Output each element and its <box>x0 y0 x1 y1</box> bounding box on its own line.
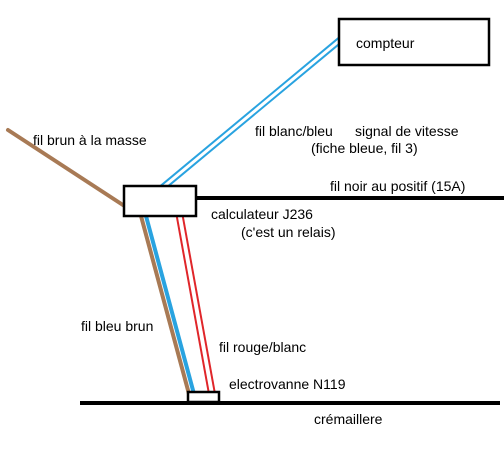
label-fiche-bleue: (fiche bleue, fil 3) <box>311 140 418 156</box>
label-cremaillere: crémaillere <box>314 411 383 427</box>
label-compteur: compteur <box>356 35 415 51</box>
label-fil-blanc-bleu: fil blanc/bleu <box>255 123 333 139</box>
label-fil-noir: fil noir au positif (15A) <box>330 178 465 194</box>
label-fil-bleu-brun: fil bleu brun <box>81 318 153 334</box>
wire-blue-brown <box>139 215 196 395</box>
calculateur-box <box>122 184 198 218</box>
wire-brown-ground <box>6 128 128 209</box>
label-fil-brun-masse: fil brun à la masse <box>33 132 147 148</box>
label-electrovanne-n119: electrovanne N119 <box>229 376 346 392</box>
wire-red-white <box>175 211 216 395</box>
label-signal-vitesse: signal de vitesse <box>355 123 459 139</box>
label-fil-rouge-blanc: fil rouge/blanc <box>219 339 306 355</box>
electrovanne-box <box>186 390 221 404</box>
label-calculateur-j236: calculateur J236 <box>211 206 313 222</box>
label-relais: (c'est un relais) <box>241 224 335 240</box>
compteur-box <box>337 17 491 67</box>
wire-blue-white <box>158 36 344 192</box>
